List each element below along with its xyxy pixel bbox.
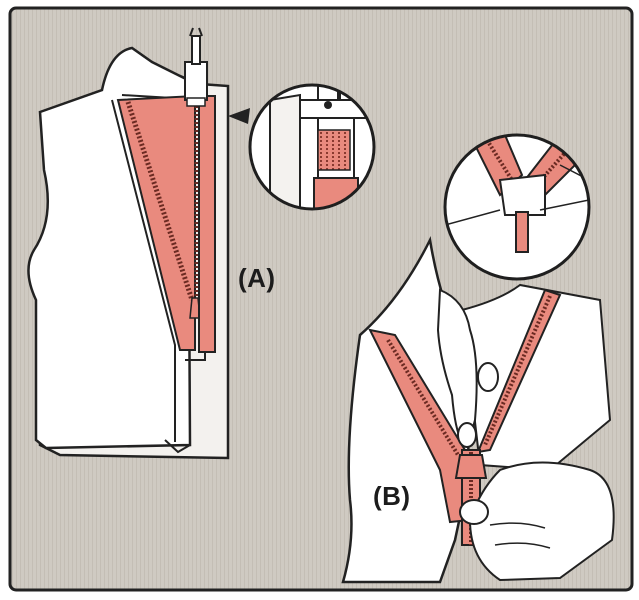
label-a: (A): [238, 263, 276, 294]
label-b: (B): [373, 481, 411, 512]
zoom-circle-b: [445, 135, 590, 279]
